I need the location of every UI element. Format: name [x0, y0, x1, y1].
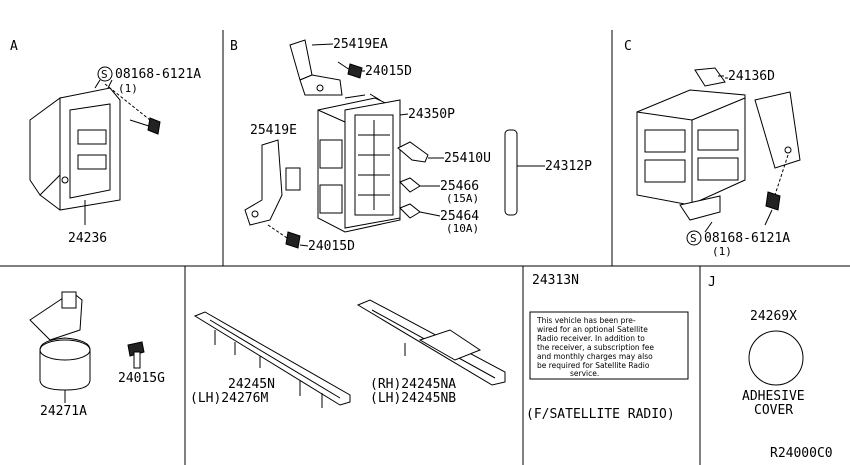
part-number-25419ea: 25419EA: [333, 37, 388, 52]
part-number-24245n: 24245N: [228, 377, 275, 392]
left-bracket-drawing: [244, 139, 301, 226]
part-number-08168-6121a: 08168-6121A: [115, 67, 201, 82]
part-number-24136d: 24136D: [728, 69, 775, 84]
part-number-24015g: 24015G: [118, 371, 165, 386]
svg-text:S: S: [690, 232, 697, 245]
top-bracket-drawing: [289, 39, 343, 96]
relay-bracket-drawing: [29, 79, 121, 211]
bolt-icon: [764, 154, 789, 226]
screw-symbol-icon: S: [686, 230, 702, 246]
part-number-lh-24245nb: (LH)24245NB: [370, 391, 456, 406]
part-number-rh-24245na: (RH)24245NA: [370, 377, 456, 392]
fuse-puller-drawing: [397, 141, 444, 163]
cover-strip-drawing: [504, 129, 545, 216]
fuse-15a-drawing: [399, 177, 440, 193]
notice-line-6: be required for Satellite Radio: [537, 361, 650, 370]
part-number-24015d-top: 24015D: [365, 64, 412, 79]
part-number-24271a: 24271A: [40, 404, 87, 419]
satellite-label-box: [529, 311, 689, 380]
section-b: 25419EA 24015D 24350P 25419E 25410U 2431…: [244, 37, 592, 254]
notice-line-4: the receiver, a subscription fee: [537, 343, 654, 352]
part-number-24312p: 24312P: [545, 159, 592, 174]
section-f: 24313N This vehicle has been pre- wired …: [526, 273, 689, 422]
part-number-24269x: 24269X: [750, 309, 797, 324]
notice-line-2: wired for an optional Satellite: [537, 325, 648, 334]
side-bracket-drawing: [754, 91, 801, 169]
section-j: 24269X ADHESIVE COVER: [742, 309, 805, 418]
part-number-25410u: 25410U: [444, 151, 491, 166]
cover-label-line-1: ADHESIVE: [742, 389, 805, 404]
clip-drawing: [694, 67, 728, 87]
section-c: 24136D S 08168-6121A (1): [636, 67, 801, 258]
part-number-25466: 25466: [440, 179, 479, 194]
satellite-caption: (F/SATELLITE RADIO): [526, 407, 675, 422]
fuse-rating-15a: (15A): [446, 192, 479, 205]
holder-drawing: [29, 291, 91, 391]
harness-right-drawing: [356, 299, 506, 386]
notice-line-5: and monthly charges may also: [537, 352, 653, 361]
section-label-b: B: [230, 39, 238, 54]
section-label-j: J: [708, 275, 716, 290]
notice-line-1: This vehicle has been pre-: [536, 316, 636, 325]
bolt-icon: [267, 224, 309, 249]
fuse-10a-drawing: [399, 203, 441, 219]
fuse-block-drawing: [317, 93, 401, 233]
bolt-icon: [337, 61, 365, 79]
cover-label-line-2: COVER: [754, 403, 793, 418]
bolt-icon: [127, 341, 145, 369]
part-number-24313n: 24313N: [532, 273, 579, 288]
part-quantity-c: (1): [712, 245, 732, 258]
harness-left-drawing: [193, 311, 351, 408]
section-d: 24271A 24015G: [29, 291, 165, 419]
section-e: 24245N (LH)24276M (RH)24245NA (LH)24245N…: [190, 299, 506, 408]
bolt-icon: [129, 117, 161, 135]
relay-box-drawing: [636, 89, 746, 221]
part-number-lh-24276m: (LH)24276M: [190, 391, 268, 406]
section-a: S 08168-6121A (1) 24236: [29, 66, 201, 246]
fuse-rating-10a: (10A): [446, 222, 479, 235]
part-number-24236: 24236: [68, 231, 107, 246]
section-label-a: A: [10, 39, 18, 54]
part-number-24350p: 24350P: [408, 107, 455, 122]
part-number-25464: 25464: [440, 209, 479, 224]
section-label-c: C: [624, 39, 632, 54]
part-number-24015d-bottom: 24015D: [308, 239, 355, 254]
svg-text:S: S: [101, 68, 108, 81]
panel-dividers: [0, 30, 850, 465]
diagram-code: R24000C0: [770, 446, 833, 461]
part-quantity: (1): [118, 82, 138, 95]
part-number-08168-6121a-c: 08168-6121A: [704, 231, 790, 246]
adhesive-cover-drawing: [748, 330, 804, 386]
notice-line-7: service.: [570, 369, 599, 378]
leader-lines: [520, 75, 724, 233]
screw-symbol-icon: S: [97, 66, 113, 82]
part-number-25419e: 25419E: [250, 123, 297, 138]
notice-line-3: Radio receiver. In addition to: [537, 334, 645, 343]
